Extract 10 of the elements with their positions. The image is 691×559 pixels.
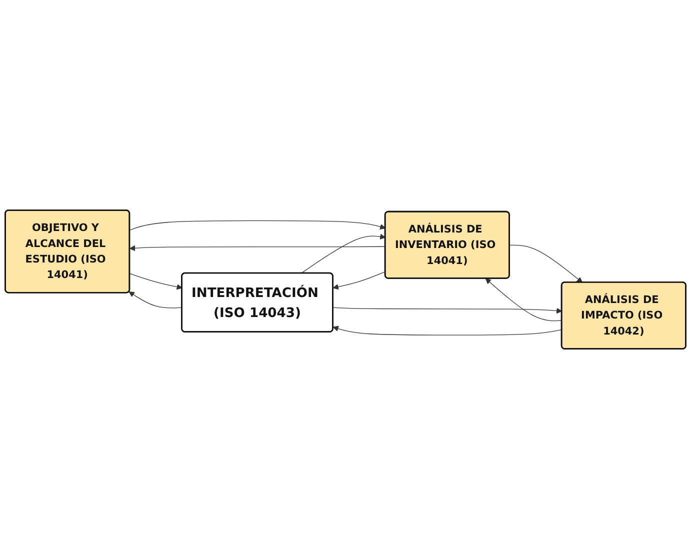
arrow — [300, 234, 386, 274]
arrow — [509, 244, 583, 283]
arrow — [129, 273, 182, 290]
arrow — [332, 271, 386, 290]
arrow — [129, 220, 386, 230]
arrow — [332, 307, 562, 314]
arrow — [130, 245, 386, 252]
arrow — [332, 326, 562, 336]
arrow — [485, 278, 562, 322]
arrow — [128, 291, 182, 308]
